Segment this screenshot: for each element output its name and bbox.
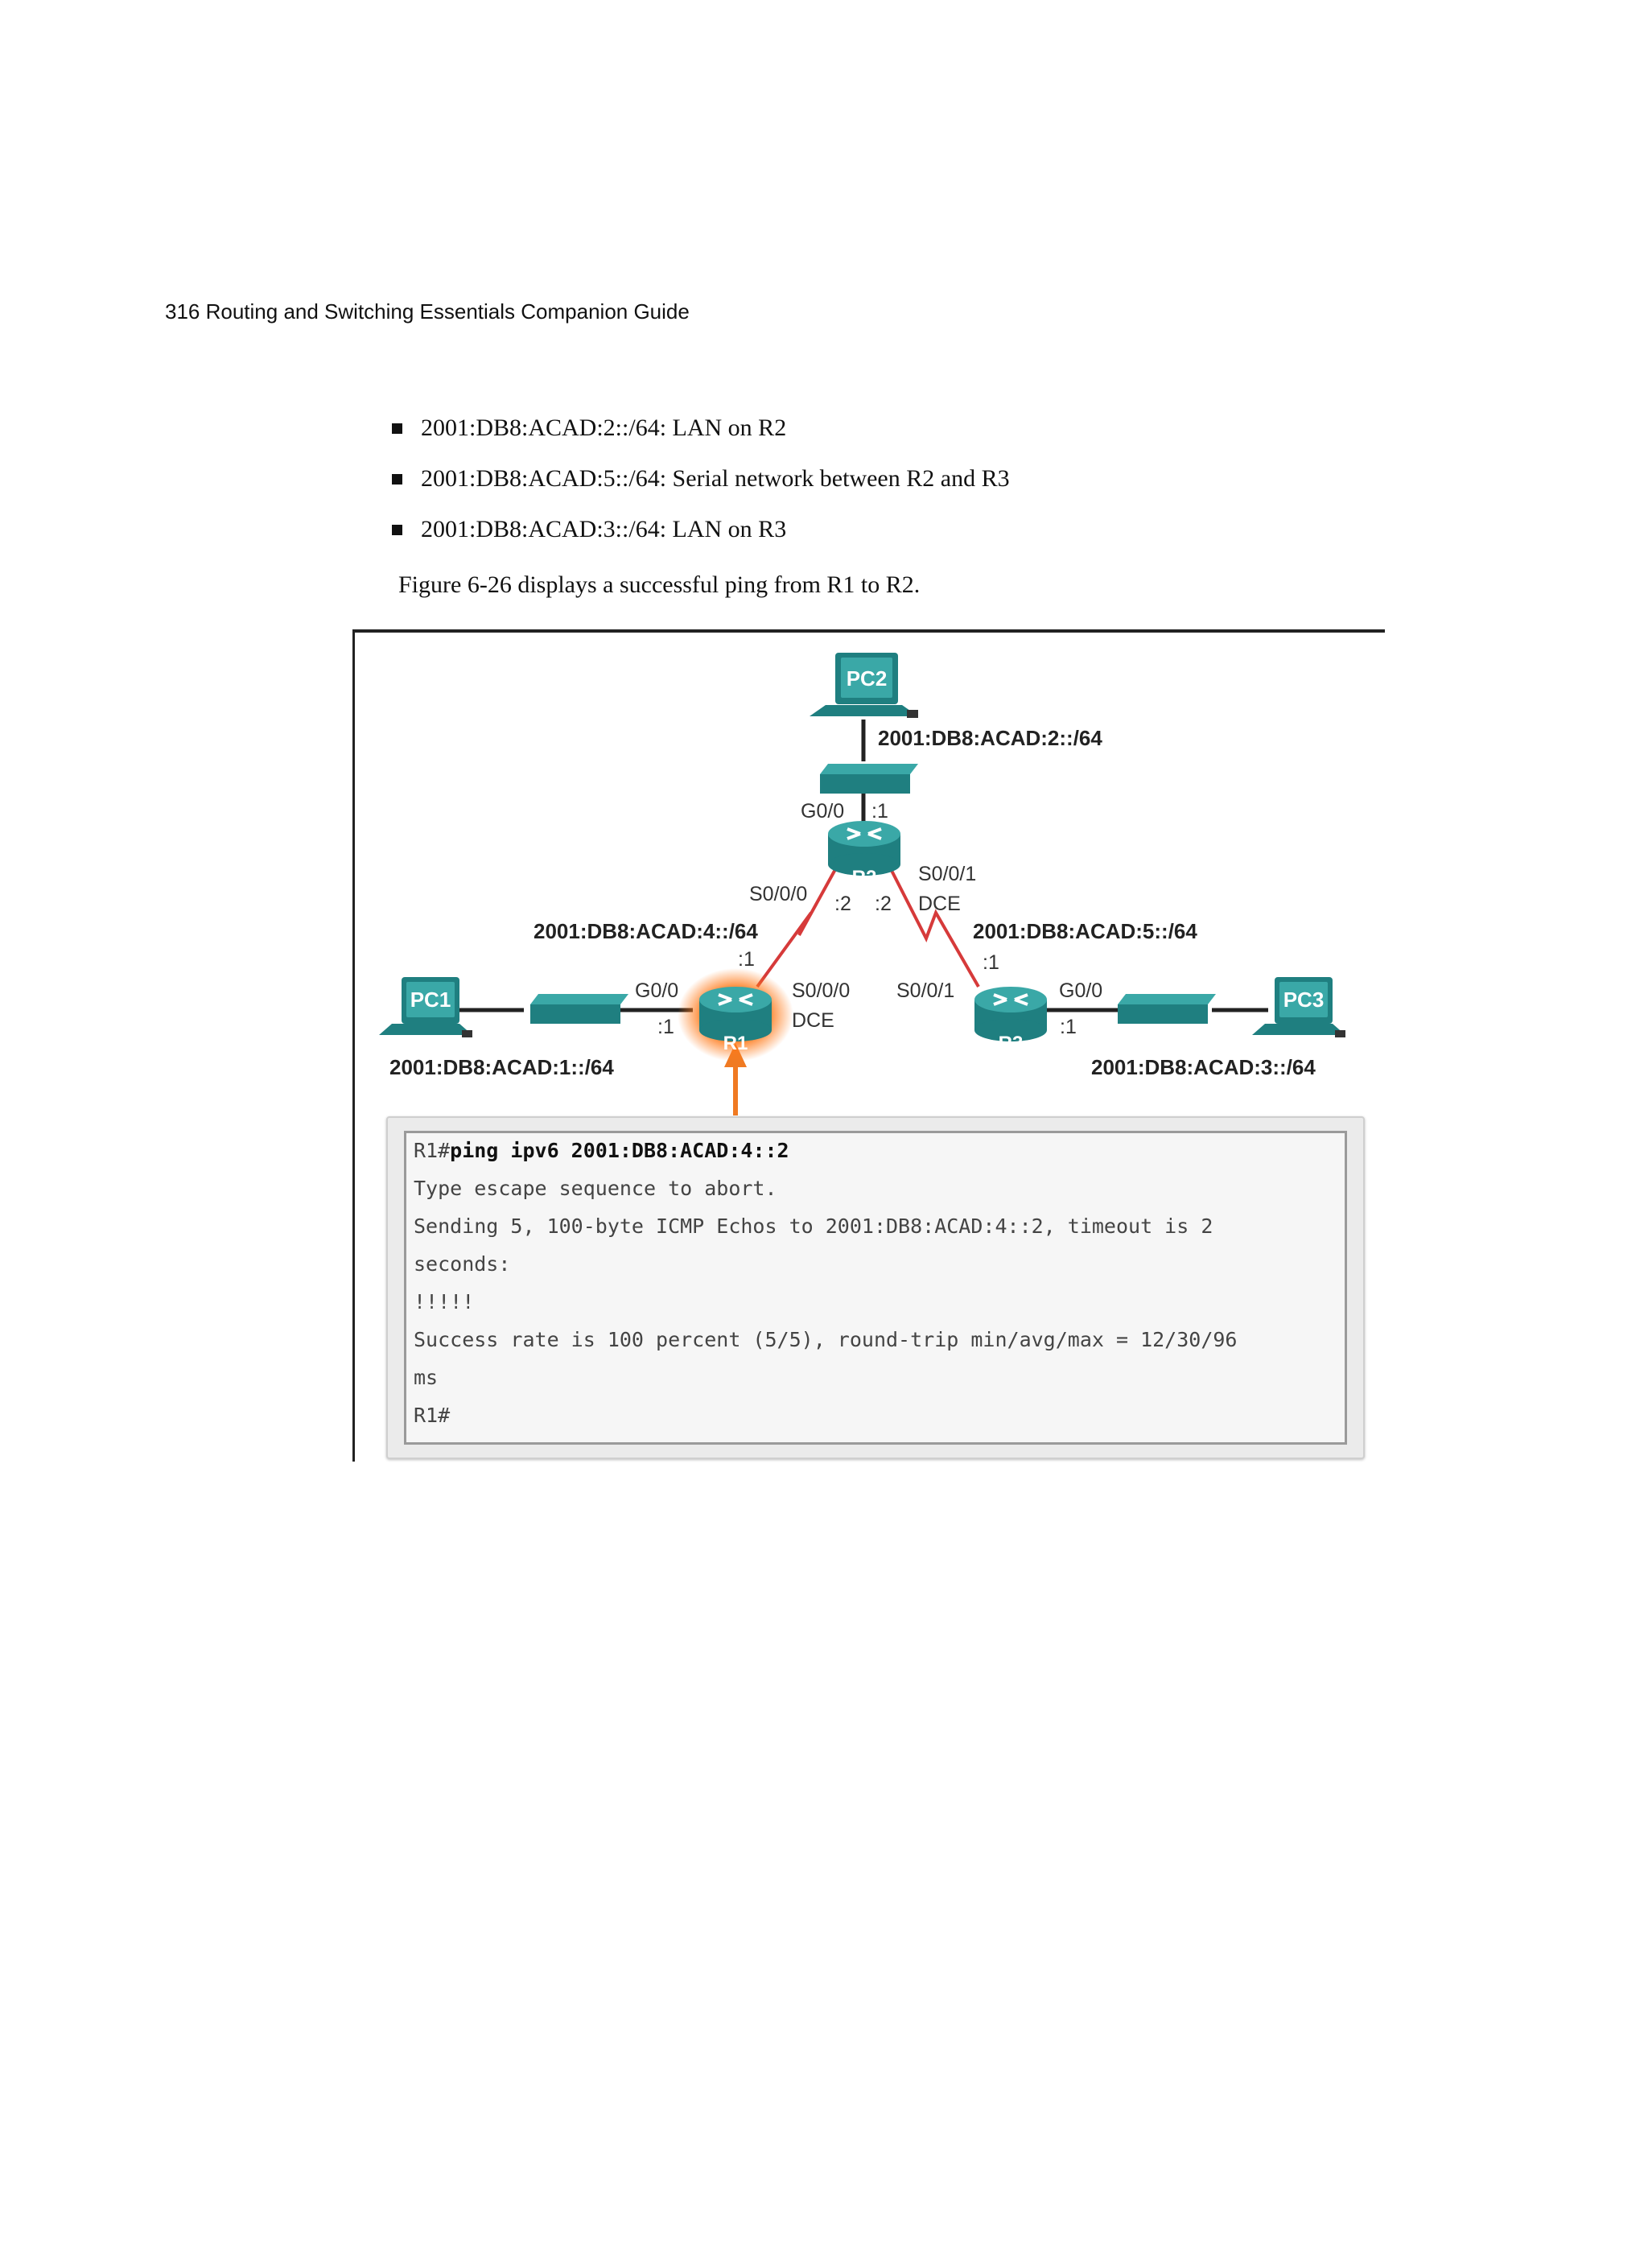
serial-links bbox=[756, 856, 980, 988]
r2-label: R2 bbox=[852, 867, 877, 889]
terminal-line: Success rate is 100 percent (5/5), round… bbox=[414, 1328, 1238, 1351]
bullet-square-icon bbox=[392, 524, 402, 535]
r1-g00-label: G0/0 bbox=[635, 979, 678, 1002]
network-label-lan-r1: 2001:DB8:ACAD:1::/64 bbox=[389, 1055, 614, 1079]
terminal-line: Sending 5, 100-byte ICMP Echos to 2001:D… bbox=[414, 1214, 1213, 1238]
r3-label: R3 bbox=[999, 1033, 1024, 1054]
r3-s001-label: S0/0/1 bbox=[896, 979, 954, 1002]
figure-frame bbox=[352, 629, 1385, 1462]
r3-s001-host-label: :1 bbox=[983, 951, 999, 974]
terminal-line: ms bbox=[414, 1366, 439, 1389]
bullet-square-icon bbox=[392, 423, 402, 434]
switch-r3-icon bbox=[1118, 994, 1216, 1024]
switch-r1-icon bbox=[530, 994, 628, 1024]
pc2-computer-icon bbox=[810, 653, 918, 718]
router-r3-icon bbox=[974, 987, 1047, 1041]
r1-s000-label: S0/0/0 bbox=[792, 979, 850, 1002]
network-topology-diagram: PC2 R2 PC1 R1 R3 bbox=[379, 653, 1345, 1115]
terminal-command-line: R1#ping ipv6 2001:DB8:ACAD:4::2 bbox=[414, 1135, 789, 1167]
network-label-lan-r3: 2001:DB8:ACAD:3::/64 bbox=[1091, 1055, 1316, 1079]
terminal-line: !!!!! bbox=[414, 1290, 475, 1313]
terminal-prompt: R1# bbox=[414, 1139, 451, 1162]
r1-label: R1 bbox=[723, 1033, 748, 1054]
figure-caption: Figure 6-26 displays a successful ping f… bbox=[398, 571, 921, 598]
pc2-label: PC2 bbox=[847, 666, 888, 691]
r2-g00-label: G0/0 bbox=[801, 800, 844, 823]
terminal-line: Type escape sequence to abort. bbox=[414, 1177, 777, 1200]
r3-g00-host-label: :1 bbox=[1060, 1016, 1077, 1038]
r1-g00-host-label: :1 bbox=[657, 1016, 674, 1038]
pc3-label: PC3 bbox=[1283, 988, 1325, 1012]
terminal-output: R1#ping ipv6 2001:DB8:ACAD:4::2 Type esc… bbox=[404, 1131, 1347, 1445]
bullet-square-icon bbox=[392, 473, 402, 485]
r3-g00-label: G0/0 bbox=[1059, 979, 1102, 1002]
network-label-serial-r2-r3: 2001:DB8:ACAD:5::/64 bbox=[973, 919, 1197, 943]
bullet-text: 2001:DB8:ACAD:3::/64: LAN on R3 bbox=[421, 516, 787, 542]
bullet-item: 2001:DB8:ACAD:2::/64: LAN on R2 bbox=[392, 412, 786, 444]
bullet-text: 2001:DB8:ACAD:2::/64: LAN on R2 bbox=[421, 414, 787, 441]
bullet-item: 2001:DB8:ACAD:3::/64: LAN on R3 bbox=[392, 513, 786, 546]
network-label-lan-r2: 2001:DB8:ACAD:2::/64 bbox=[878, 726, 1102, 750]
bullet-item: 2001:DB8:ACAD:5::/64: Serial network bet… bbox=[392, 463, 1010, 495]
bullet-text: 2001:DB8:ACAD:5::/64: Serial network bet… bbox=[421, 465, 1010, 492]
pc1-label: PC1 bbox=[410, 988, 451, 1012]
r2-s001-host-label: :2 bbox=[875, 893, 892, 915]
page-header: 316 Routing and Switching Essentials Com… bbox=[165, 299, 690, 324]
terminal-command: ping ipv6 2001:DB8:ACAD:4::2 bbox=[450, 1139, 789, 1162]
terminal-line: seconds: bbox=[414, 1252, 511, 1276]
r2-g00-host-label: :1 bbox=[871, 800, 888, 823]
router-r1-icon bbox=[699, 987, 772, 1041]
terminal-prompt-end: R1# bbox=[414, 1404, 451, 1427]
switch-r2-icon bbox=[820, 764, 918, 794]
r2-s000-label: S0/0/0 bbox=[749, 883, 807, 905]
r2-s001-label: S0/0/1 bbox=[918, 863, 976, 885]
r2-s000-host-label: :2 bbox=[834, 893, 851, 915]
r2-dce-label: DCE bbox=[918, 893, 961, 915]
pc3-computer-icon bbox=[1252, 977, 1345, 1037]
router-r2-icon bbox=[828, 821, 900, 876]
r1-dce-label: DCE bbox=[792, 1009, 834, 1032]
terminal-window: R1#ping ipv6 2001:DB8:ACAD:4::2 Type esc… bbox=[386, 1116, 1365, 1459]
r1-s000-host-label: :1 bbox=[738, 948, 755, 971]
network-label-serial-r1-r2: 2001:DB8:ACAD:4::/64 bbox=[534, 919, 758, 943]
pc1-computer-icon bbox=[379, 977, 472, 1037]
